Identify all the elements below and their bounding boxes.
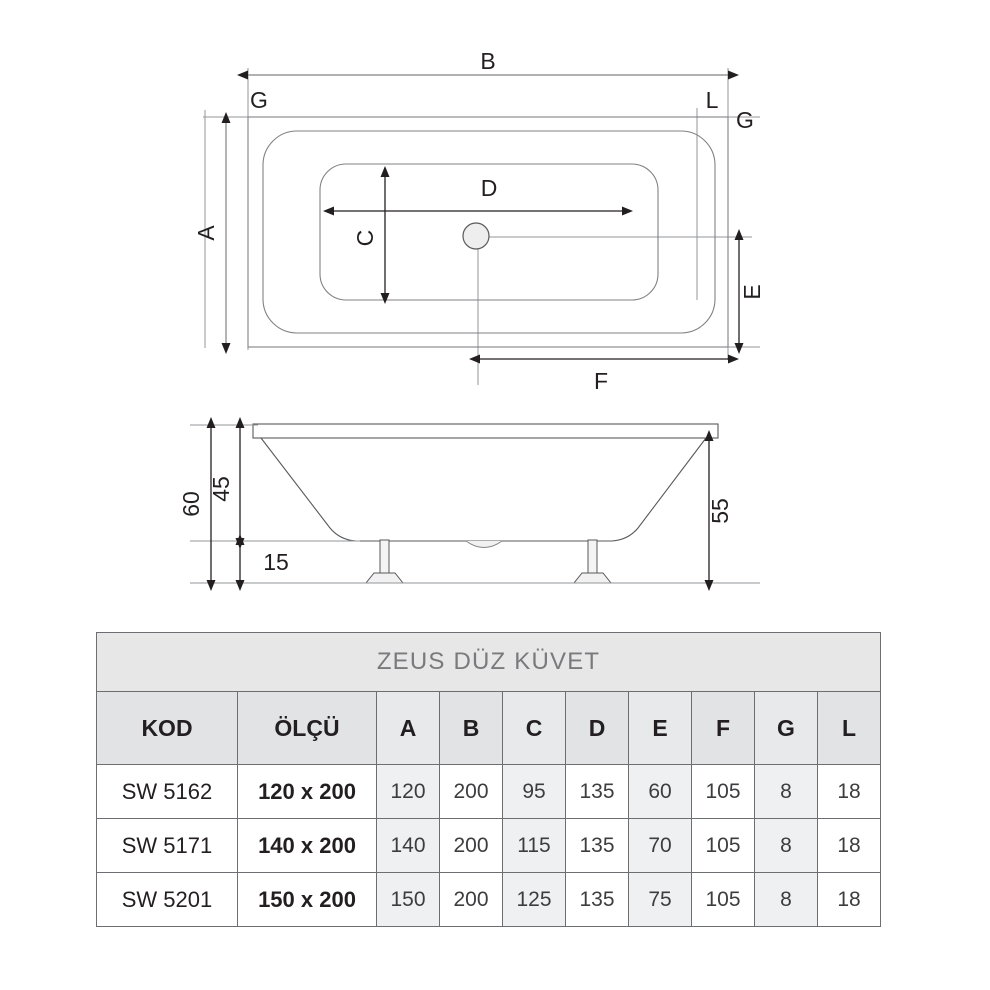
- cell-g: 8: [754, 764, 818, 819]
- tub-top-rim-slab: [252, 423, 719, 439]
- dimension-label-45: 45: [208, 476, 234, 502]
- tub-inner-rim: [262, 130, 716, 334]
- cell-kod: SW 5162: [96, 764, 238, 819]
- cell-e: 75: [628, 872, 692, 927]
- table-row: SW 5201 150 x 200 150 200 125 135 75 105…: [96, 872, 882, 927]
- cell-e: 70: [628, 818, 692, 873]
- cell-e: 60: [628, 764, 692, 819]
- table-row: SW 5171 140 x 200 140 200 115 135 70 105…: [96, 818, 882, 873]
- cell-a: 140: [376, 818, 440, 873]
- column-header-olcu: ÖLÇÜ: [237, 691, 377, 765]
- dimension-label-60: 60: [178, 491, 204, 517]
- cell-f: 105: [691, 764, 755, 819]
- column-header-d: D: [565, 691, 629, 765]
- dimension-label-f: F: [594, 368, 608, 394]
- cell-f: 105: [691, 872, 755, 927]
- tub-support-legs: [364, 539, 613, 584]
- cell-l: 18: [816, 764, 882, 819]
- dimension-label-e: E: [739, 284, 765, 299]
- column-header-l: L: [816, 691, 882, 765]
- column-header-f: F: [691, 691, 755, 765]
- tub-outer-rim: [247, 116, 729, 348]
- cell-d: 135: [565, 872, 629, 927]
- dimension-label-b: B: [480, 48, 495, 74]
- column-header-c: C: [502, 691, 566, 765]
- column-header-g: G: [754, 691, 818, 765]
- plan-view-group: B A G L G D C E F: [193, 48, 765, 394]
- drain-hole-icon: [462, 222, 490, 250]
- dimension-label-55: 55: [707, 498, 733, 524]
- cell-c: 115: [502, 818, 566, 873]
- cell-f: 105: [691, 818, 755, 873]
- side-witness-lines: [190, 424, 360, 542]
- cell-olcu: 120 x 200: [237, 764, 377, 819]
- dimension-label-d: D: [481, 175, 498, 201]
- cell-c: 95: [502, 764, 566, 819]
- cell-d: 135: [565, 764, 629, 819]
- spec-table: ZEUS DÜZ KÜVET KOD ÖLÇÜ A B C D E F G L …: [95, 632, 882, 927]
- cell-c: 125: [502, 872, 566, 927]
- cell-b: 200: [439, 764, 503, 819]
- cell-kod: SW 5201: [96, 872, 238, 927]
- cell-l: 18: [816, 818, 882, 873]
- table-row: SW 5162 120 x 200 120 200 95 135 60 105 …: [96, 764, 882, 819]
- side-view-group: 60 45 15 55: [178, 417, 760, 591]
- cell-b: 200: [439, 818, 503, 873]
- cell-d: 135: [565, 818, 629, 873]
- column-header-e: E: [628, 691, 692, 765]
- tub-waste-outlet: [465, 540, 503, 548]
- cell-b: 200: [439, 872, 503, 927]
- cell-a: 120: [376, 764, 440, 819]
- dimension-label-c: C: [352, 230, 378, 247]
- column-header-kod: KOD: [96, 691, 238, 765]
- cell-olcu: 150 x 200: [237, 872, 377, 927]
- tub-bathing-well: [319, 163, 659, 301]
- cell-a: 150: [376, 872, 440, 927]
- dimension-label-g-right: G: [736, 107, 754, 133]
- cell-l: 18: [816, 872, 882, 927]
- cell-g: 8: [754, 872, 818, 927]
- cell-g: 8: [754, 818, 818, 873]
- cell-olcu: 140 x 200: [237, 818, 377, 873]
- dimension-label-a: A: [193, 225, 219, 241]
- table-header-row: KOD ÖLÇÜ A B C D E F G L: [96, 691, 882, 765]
- dimension-label-15: 15: [263, 549, 289, 575]
- cell-kod: SW 5171: [96, 818, 238, 873]
- column-header-b: B: [439, 691, 503, 765]
- technical-drawing: B A G L G D C E F: [178, 48, 765, 591]
- column-header-a: A: [376, 691, 440, 765]
- spec-table-container: ZEUS DÜZ KÜVET KOD ÖLÇÜ A B C D E F G L …: [95, 632, 882, 927]
- tub-body-profile: [260, 437, 707, 542]
- dimension-label-g-left: G: [250, 87, 268, 113]
- dimension-label-l: L: [706, 87, 719, 113]
- table-title-row: ZEUS DÜZ KÜVET: [95, 632, 882, 692]
- table-title: ZEUS DÜZ KÜVET: [95, 632, 882, 692]
